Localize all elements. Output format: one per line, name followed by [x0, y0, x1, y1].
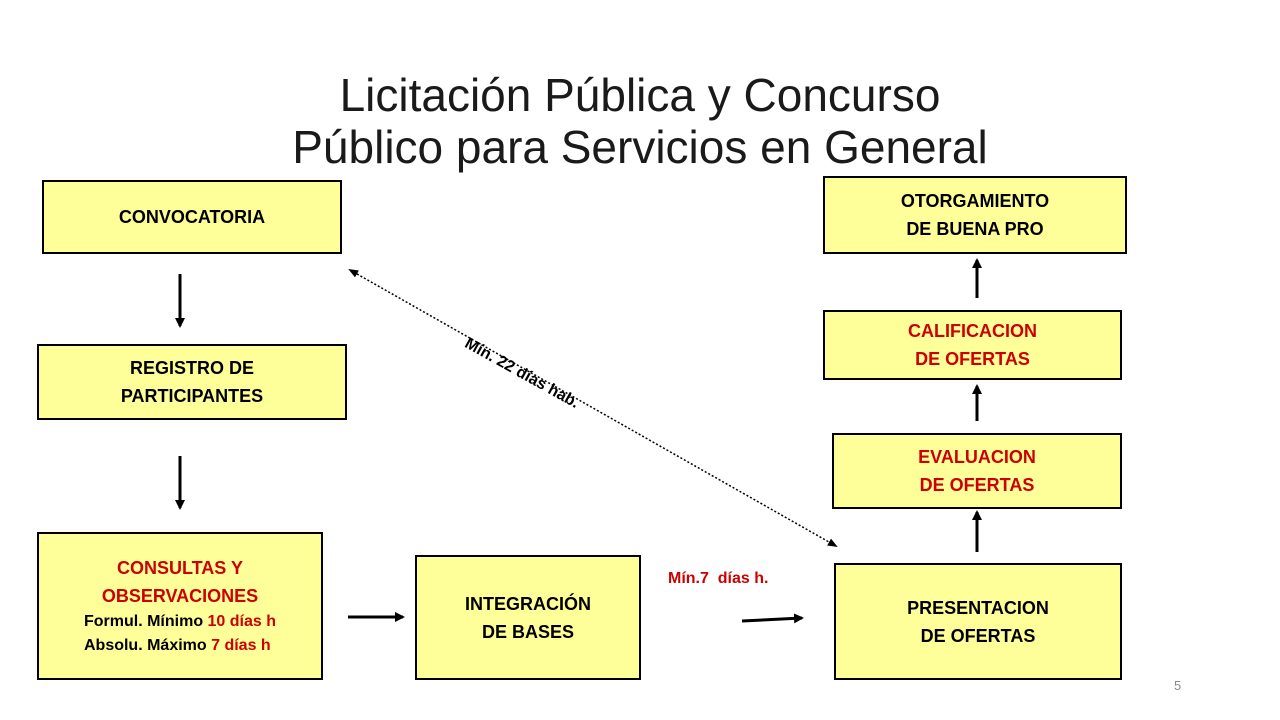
calificacion-line-2: DE OFERTAS [915, 349, 1030, 369]
box-otorgamiento-buena-pro: OTORGAMIENTO DE BUENA PRO [823, 176, 1127, 254]
presentacion-line-1: PRESENTACION [907, 597, 1049, 618]
absolu-value: 7 días h [211, 637, 271, 654]
absolu-row: Absolu. Máximo 7 días h [84, 634, 276, 658]
consultas-line-1: CONSULTAS Y [116, 558, 243, 578]
absolu-prefix: Absolu. Máximo [83, 637, 212, 654]
presentacion-line-2: DE OFERTAS [920, 625, 1036, 646]
label-min-7-days: Mín.7 días h. [668, 570, 769, 587]
registro-line-2: PARTICIPANTES [120, 386, 264, 406]
dotted-arrow-min-22-days [348, 269, 838, 547]
calificacion-line-1: CALIFICACION [908, 321, 1037, 341]
otorgamiento-line-1: OTORGAMIENTO [900, 191, 1050, 211]
title-line-2: Público para Servicios en General [292, 120, 988, 173]
otorgamiento-line-2: DE BUENA PRO [906, 219, 1044, 239]
convocatoria-label: CONVOCATORIA [118, 207, 266, 227]
evaluacion-line-2: DE OFERTAS [919, 475, 1035, 495]
consultas-deadlines: Formul. Mínimo 10 días h Absolu. Máximo … [84, 610, 276, 658]
box-presentacion-ofertas: PRESENTACION DE OFERTAS [834, 563, 1122, 680]
box-consultas-observaciones: CONSULTAS Y OBSERVACIONES Formul. Mínimo… [37, 532, 323, 680]
consultas-line-2: OBSERVACIONES [101, 586, 259, 606]
integracion-line-2: DE BASES [481, 621, 575, 642]
box-registro-participantes: REGISTRO DE PARTICIPANTES [37, 344, 347, 420]
formul-value: 10 días h [207, 613, 277, 630]
slide-title: Licitación Pública y Concurso Público pa… [0, 69, 1280, 173]
formul-row: Formul. Mínimo 10 días h [84, 610, 276, 634]
integracion-line-1: INTEGRACIÓN [465, 593, 591, 614]
box-evaluacion-ofertas: EVALUACION DE OFERTAS [832, 433, 1122, 509]
title-line-1: Licitación Pública y Concurso [339, 68, 941, 121]
arrow-integracion-to-presentacion [741, 613, 804, 624]
formul-prefix: Formul. Mínimo [83, 613, 208, 630]
evaluacion-line-1: EVALUACION [918, 447, 1036, 467]
registro-line-1: REGISTRO DE [129, 358, 254, 378]
page-number: 5 [1174, 678, 1182, 693]
box-calificacion-ofertas: CALIFICACION DE OFERTAS [823, 310, 1122, 380]
box-convocatoria: CONVOCATORIA [42, 180, 342, 254]
box-integracion-bases: INTEGRACIÓN DE BASES [415, 555, 641, 680]
